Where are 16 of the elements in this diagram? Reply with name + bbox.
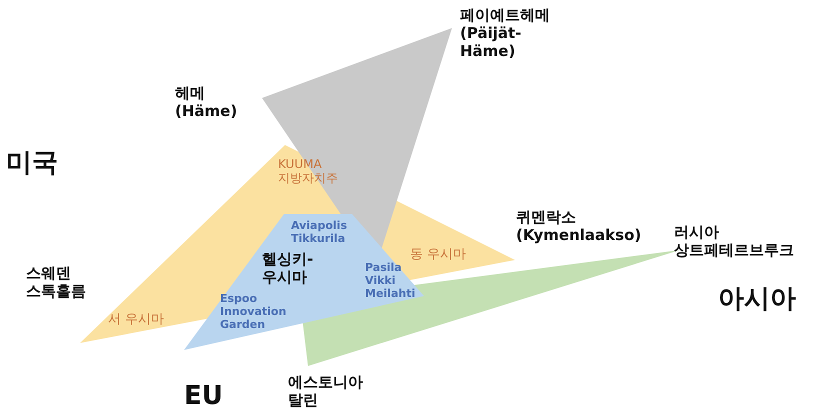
place-label: 헤메 (Häme) (175, 84, 238, 120)
region-name: 아시아 (718, 284, 796, 316)
region-label: 서 우시마 (108, 312, 164, 328)
region-label: Espoo Innovation Garden (220, 292, 286, 332)
region-label: Pasila Vikki Meilahti (365, 261, 416, 301)
region-name: 미국 (6, 148, 58, 180)
region-name: EU (184, 381, 223, 411)
region-label: KUUMA 지방자치주 (278, 157, 338, 186)
region-label: Aviapolis Tikkurila (291, 219, 348, 246)
place-label: 스웨덴 스톡홀름 (26, 264, 86, 300)
region-label: 동 우시마 (410, 247, 466, 263)
place-label: 퀴멘락소 (Kymenlaakso) (516, 208, 642, 244)
place-label: 러시아 상트페테르브루크 (674, 223, 794, 259)
place-label: 에스토니아 탈린 (288, 373, 363, 409)
region-label: 헬싱키- 우시마 (262, 250, 314, 286)
place-label: 페이예트헤메 (Päijät-Häme) (460, 6, 550, 60)
